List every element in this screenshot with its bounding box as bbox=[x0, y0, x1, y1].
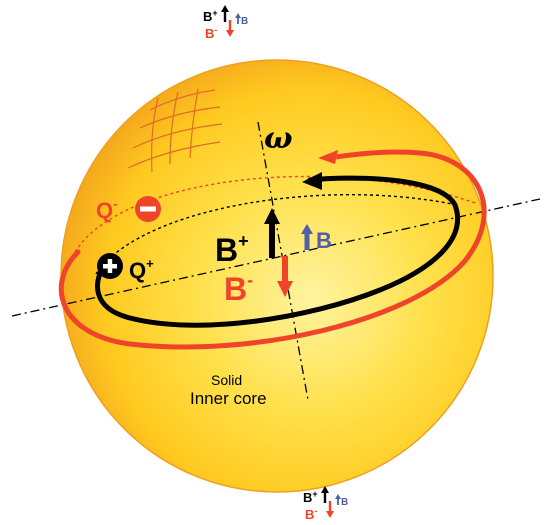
latitude-grid-icon bbox=[127, 88, 223, 173]
svg-text:B: B bbox=[241, 16, 248, 27]
b-minus-label: B- bbox=[224, 270, 253, 307]
omega-label: ω bbox=[264, 121, 293, 156]
b-blue-label: B bbox=[316, 228, 332, 253]
red-orbit-back bbox=[74, 175, 476, 253]
svg-text:B+: B+ bbox=[303, 489, 318, 505]
black-orbit bbox=[95, 175, 460, 328]
black-orbit-arrowhead bbox=[302, 172, 322, 190]
q-plus-label: Q+ bbox=[129, 256, 154, 283]
b-minus-arrowhead bbox=[277, 281, 293, 297]
svg-text:B-: B- bbox=[205, 25, 217, 41]
b-plus-arrowhead bbox=[264, 208, 280, 224]
legend-top: B+ B- B bbox=[203, 5, 248, 41]
svg-text:B: B bbox=[341, 497, 348, 508]
black-orbit-back bbox=[95, 193, 453, 275]
legend-bottom: B+ B- B bbox=[303, 486, 348, 522]
red-orbit-arrowhead bbox=[318, 150, 338, 164]
inner-core-label: Inner core bbox=[190, 389, 267, 408]
svg-text:B+: B+ bbox=[203, 8, 218, 24]
svg-text:B-: B- bbox=[305, 506, 317, 522]
red-orbit-top bbox=[335, 149, 421, 160]
q-minus-label: Q- bbox=[96, 196, 117, 223]
b-blue-arrowhead bbox=[301, 224, 313, 234]
solid-label: Solid bbox=[211, 372, 242, 388]
b-plus-label: B+ bbox=[215, 231, 249, 268]
red-orbit bbox=[58, 150, 487, 350]
